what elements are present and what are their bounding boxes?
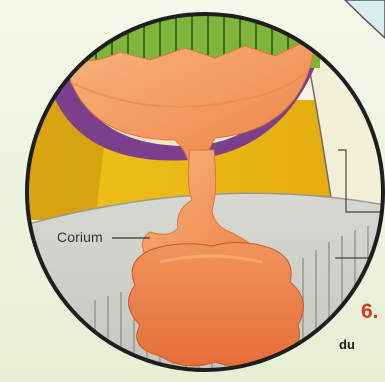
corium-pool [129, 242, 304, 366]
step-caption: du [339, 337, 355, 352]
corium-label: Corium [57, 229, 103, 245]
step-number: 6. [361, 300, 379, 324]
